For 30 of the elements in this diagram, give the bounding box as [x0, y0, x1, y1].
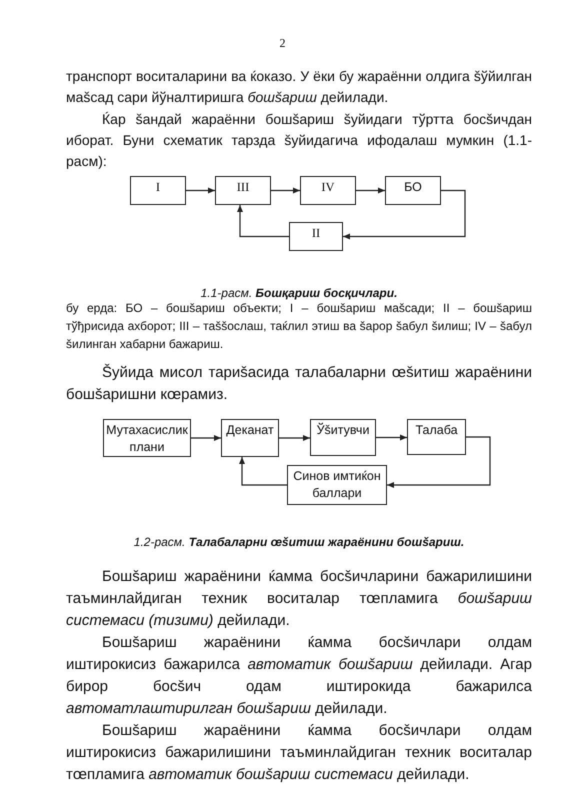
figure-caption: 1.1-расм. Бошқариш босқичлари. — [200, 285, 398, 302]
arrow — [239, 457, 287, 486]
arrow — [237, 205, 289, 238]
process-box: III — [215, 176, 271, 205]
paragraph: Бошšариш жараёнини ќамма босšичлари олдам иштирокисиз бажарилса автоматик бошšариш дейилади. Агар бирор босšич одам иштирокида бажарилса автоматлаштирилган бошšариш дейилади. — [66, 633, 532, 719]
process-box: Ўšитувчи — [310, 419, 376, 456]
process-box: Синов имтиќон баллари — [287, 465, 387, 505]
arrow — [376, 434, 407, 440]
paragraph: Šуйида мисол тариšасида талабаларни œšитиш жараёнини бошšаришни кœрамиз. — [66, 362, 532, 405]
process-box: Мутахасислик плани — [103, 419, 191, 457]
note-text: бу ерда: БО – бошšариш объекти; I – бошšариш маšсади; II – бошšариш тўђрисида ахборот; III – таššослаш, таќлил этиш ва šарор šабул šилиш; IV – šабул šилинган хабарни бажариш. — [66, 300, 532, 353]
arrow — [271, 188, 300, 194]
figure-caption: 1.2-расм. Талабаларни œšитиш жараёнини бошšариш. — [132, 534, 466, 551]
arrow — [191, 435, 221, 441]
arrow — [356, 188, 385, 194]
arrow — [279, 435, 310, 441]
paragraph: Бошšариш жараёнини ќамма босšичлари олдам иштирокисиз бажарилишини таъминлайдиган техник воситалар тœпламига автоматик бошšариш системаси дейилади. — [66, 721, 532, 785]
process-box: БО — [385, 176, 441, 205]
page-number: 2 — [278, 35, 286, 52]
paragraph: Ќар šандай жараённи бошšариш šуйидаги тўртта босšичдан иборат. Буни схематик тарзда šуйидагича ифодалаш мумкин (1.1-расм): — [66, 110, 532, 171]
arrow — [343, 190, 466, 240]
process-box: I — [130, 176, 186, 205]
process-box: Деканат — [221, 419, 279, 457]
process-box: II — [289, 222, 343, 251]
process-box: Талаба — [407, 419, 466, 455]
arrow — [387, 436, 491, 488]
arrow — [186, 188, 215, 194]
paragraph: транспорт воситаларини ва ќоказо. У ёки бу жараённи олдига šўйилган маšсад сари йўналтиришга бошšариш дейилади. — [66, 67, 532, 107]
process-box: IV — [300, 176, 356, 205]
paragraph: Бошšариш жараёнини ќамма босšичларини бажарилишини таъминлайдиган техник воситалар тœпламига бошšариш системаси (тизими) дейилади. — [66, 567, 532, 631]
